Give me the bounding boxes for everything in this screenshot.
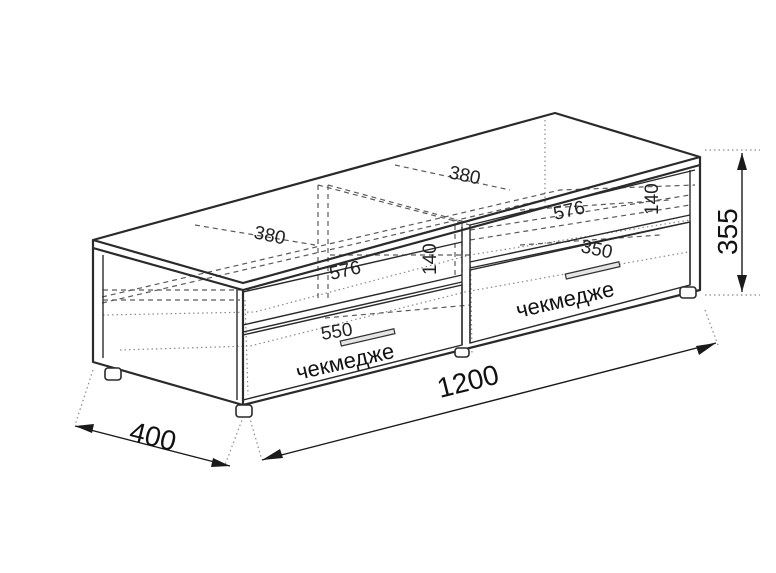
height-dimension: 355 — [712, 153, 747, 292]
shelf-height-left: 140 — [420, 243, 441, 275]
inner-width-left: 576 — [327, 257, 363, 285]
inner-depth-right: 380 — [447, 162, 482, 189]
hidden-structure — [101, 164, 696, 319]
drawer-left — [242, 284, 463, 401]
height-label: 355 — [712, 208, 743, 255]
construction-lines — [74, 120, 760, 466]
inner-dimensions: 380 380 576 576 140 140 550 350 — [252, 162, 663, 345]
drawer-right — [469, 221, 691, 344]
width-label: 1200 — [434, 359, 502, 404]
inner-depth-left: 380 — [252, 222, 287, 249]
shelf-height-right: 140 — [642, 183, 663, 215]
depth-label: 400 — [127, 416, 180, 457]
drawer-width: 550 — [319, 319, 354, 345]
drawer-right-handle — [564, 261, 621, 280]
depth-dimension: 400 — [74, 416, 231, 467]
inner-width-right: 576 — [551, 197, 587, 225]
drawer-depth: 350 — [579, 236, 614, 263]
drawer-left-handle — [339, 328, 396, 347]
feet — [104, 286, 697, 418]
